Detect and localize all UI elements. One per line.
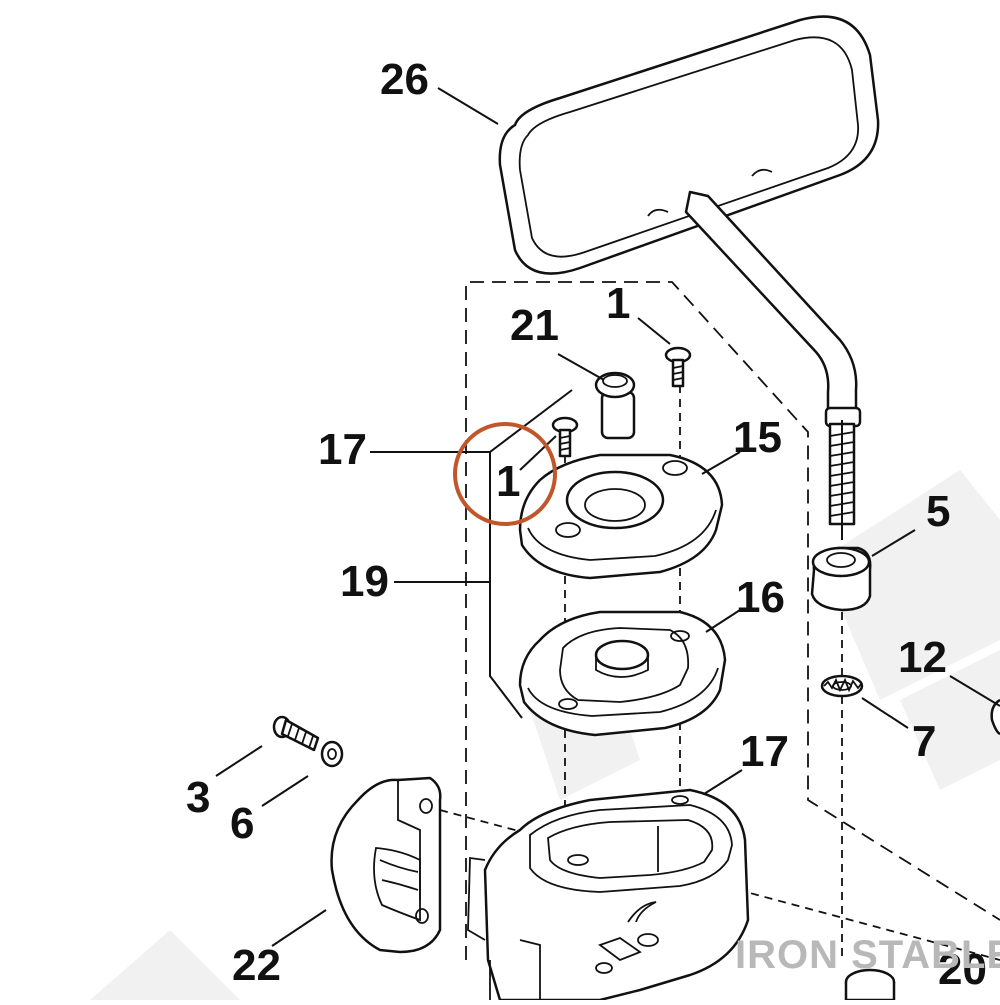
bracket-line-19 xyxy=(489,389,573,719)
callout-7: 7 xyxy=(912,717,936,766)
leader-lines xyxy=(215,87,1000,947)
washer-part-7[interactable] xyxy=(820,674,864,698)
plunger-part-21[interactable] xyxy=(594,371,636,440)
callout-1-circled: 1 xyxy=(496,457,520,506)
callout-1-top: 1 xyxy=(606,279,630,328)
callout-5: 5 xyxy=(926,487,950,536)
callout-17-bottom: 17 xyxy=(740,727,789,776)
callout-21: 21 xyxy=(510,301,559,350)
callout-20: 20 xyxy=(938,945,987,994)
callout-3: 3 xyxy=(186,773,210,822)
callout-6: 6 xyxy=(230,799,254,848)
screw-part-3[interactable] xyxy=(272,715,320,752)
cover-part-15[interactable] xyxy=(518,453,724,580)
boot-part-5[interactable] xyxy=(810,546,872,612)
callout-22: 22 xyxy=(232,941,281,990)
screw-part-1-left[interactable] xyxy=(551,416,579,458)
mirror-part-26[interactable] xyxy=(498,15,880,526)
diaphragm-part-16[interactable] xyxy=(518,610,727,737)
screw-part-1-top[interactable] xyxy=(664,346,692,388)
callout-12: 12 xyxy=(898,633,947,682)
callout-labels: 26 21 1 17 15 1 5 19 16 12 7 17 3 6 22 2… xyxy=(186,55,987,994)
callout-26: 26 xyxy=(380,55,429,104)
callout-19: 19 xyxy=(340,557,389,606)
brand-watermark: IRON STABLE xyxy=(735,933,1000,977)
washer-part-6[interactable] xyxy=(320,740,344,768)
cap-part-20[interactable] xyxy=(844,968,896,1002)
callout-17-top: 17 xyxy=(318,425,367,474)
master-cylinder-body[interactable] xyxy=(467,788,750,1002)
callout-16: 16 xyxy=(736,573,785,622)
highlight-circle xyxy=(453,422,557,526)
callout-15: 15 xyxy=(733,413,782,462)
clamp-part-22[interactable] xyxy=(330,776,442,954)
